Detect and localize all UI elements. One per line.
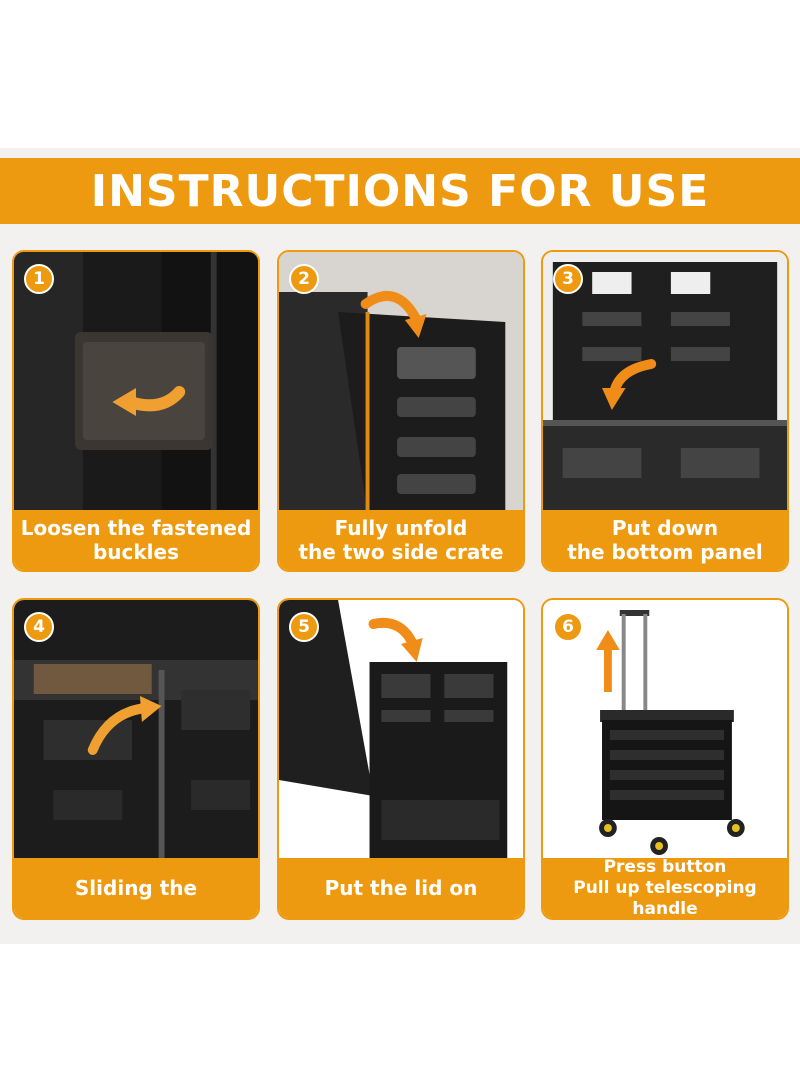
step-caption-3: Put down the bottom panel [543, 510, 787, 570]
banner-title: INSTRUCTIONS FOR USE [90, 165, 710, 217]
step-card-1: 1 Loosen the fastened buckles [12, 250, 260, 572]
curved-arrow-icon [368, 618, 423, 662]
step-caption-2: Fully unfold the two side crate [279, 510, 523, 570]
caption-line-1: Put the lid on [324, 876, 478, 900]
caption-line-2: the bottom panel [567, 540, 763, 564]
curved-arrow-icon [112, 386, 186, 416]
instructions-banner: INSTRUCTIONS FOR USE [0, 158, 800, 224]
caption-line-1: Sliding the [74, 876, 198, 900]
step-card-2: 2 Fully unfold the two side crate [277, 250, 525, 572]
step-photo-1 [14, 252, 258, 514]
step-number-badge: 4 [24, 612, 54, 642]
caption-line-1: Put down [611, 516, 719, 540]
up-arrow-icon [596, 630, 620, 692]
curved-arrow-icon [360, 291, 427, 338]
step-number-badge: 2 [289, 264, 319, 294]
step-card-6: 6 Press button Pull up telescoping handl… [541, 598, 789, 920]
curved-arrow-icon [87, 696, 162, 755]
step-caption-1: Loosen the fastened buckles [14, 510, 258, 570]
caption-line-1: Loosen the fastened [20, 516, 252, 540]
step-caption-4: Sliding the [14, 858, 258, 918]
caption-line-2: the two side crate [298, 540, 504, 564]
step-number-badge: 6 [553, 612, 583, 642]
step-number-badge: 1 [24, 264, 54, 294]
step-number-badge: 3 [553, 264, 583, 294]
step-photo-6 [543, 600, 787, 862]
caption-line-2: buckles [92, 540, 180, 564]
step-card-4: 4 Sliding the [12, 598, 260, 920]
caption-line-1: Press button [603, 856, 727, 877]
step-caption-6: Press button Pull up telescoping handle [543, 856, 787, 919]
step-card-5: 5 Put the lid on [277, 598, 525, 920]
step-number-badge: 5 [289, 612, 319, 642]
curved-arrow-icon [602, 359, 657, 410]
step-caption-5: Put the lid on [279, 858, 523, 918]
step-photo-3 [543, 252, 787, 514]
step-card-3: 3 Put down the bottom panel [541, 250, 789, 572]
step-photo-5 [279, 600, 523, 862]
caption-line-2: Pull up telescoping handle [573, 877, 757, 919]
step-photo-4 [14, 600, 258, 862]
caption-line-1: Fully unfold [334, 516, 468, 540]
step-photo-2 [279, 252, 523, 514]
